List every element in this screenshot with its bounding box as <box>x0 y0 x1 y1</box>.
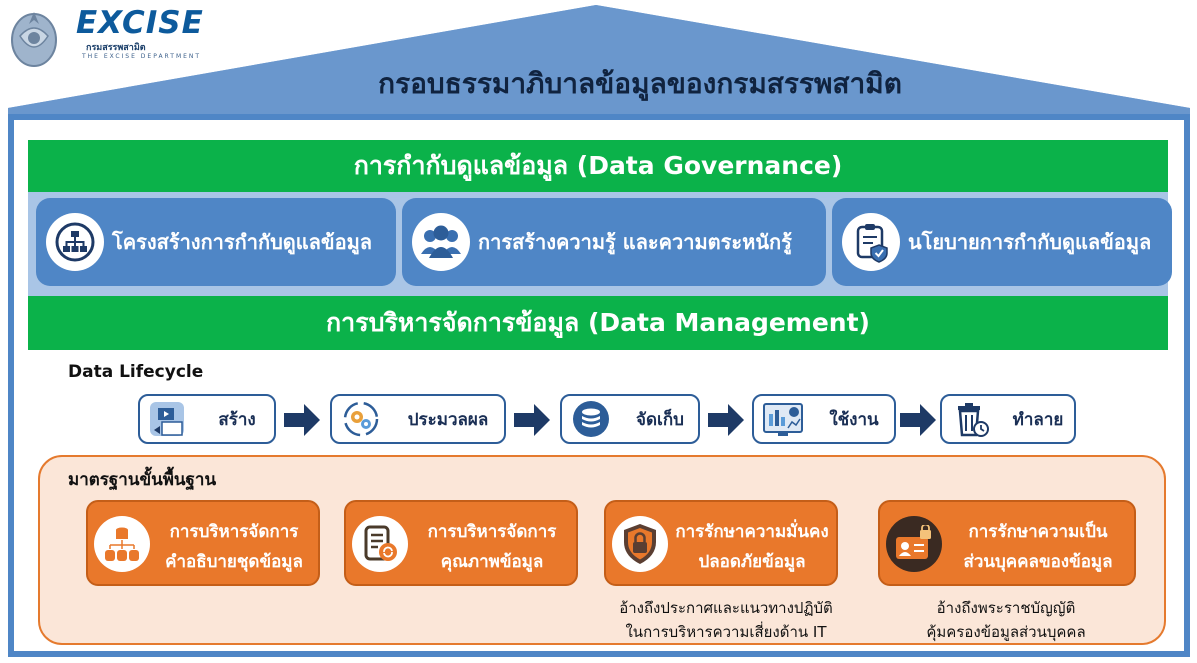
privacy-reference-note: อ้างถึงพระราชบัญญัติ คุ้มครองข้อมูลส่วนบ… <box>876 596 1136 644</box>
metadata-database-icon <box>94 516 150 572</box>
governance-policy-box: นโยบายการกำกับดูแลข้อมูล <box>832 198 1172 286</box>
lifecycle-process-label: ประมวลผล <box>407 409 489 430</box>
security-shield-lock-icon <box>612 516 668 572</box>
logo-english-name: THE EXCISE DEPARTMENT <box>82 53 202 60</box>
lifecycle-use-label: ใช้งาน <box>829 409 879 430</box>
flow-arrow <box>514 404 550 436</box>
standard-privacy-line2: ส่วนบุคคลของข้อมูล <box>963 552 1113 572</box>
management-heading: การบริหารจัดการข้อมูล (Data Management) <box>28 296 1168 350</box>
quality-document-icon <box>352 516 408 572</box>
security-reference-line1: อ้างถึงประกาศและแนวทางปฏิบัติ <box>619 599 833 617</box>
lifecycle-store: จัดเก็บ <box>560 394 700 444</box>
page-title: กรอบธรรมาภิบาลข้อมูลของกรมสรรพสามิต <box>378 67 902 100</box>
governance-policy-label: นโยบายการกำกับดูแลข้อมูล <box>908 230 1152 254</box>
standard-quality-line1: การบริหารจัดการ <box>427 522 557 542</box>
excise-emblem-logo <box>11 12 57 67</box>
flow-arrow <box>900 404 936 436</box>
lifecycle-create: สร้าง <box>138 394 276 444</box>
process-gears-icon <box>343 401 379 437</box>
create-document-icon <box>150 402 184 436</box>
org-chart-icon <box>46 213 104 271</box>
logo-thai-name: กรมสรรพสามิต <box>86 43 146 53</box>
roof-banner <box>8 5 1190 114</box>
standard-privacy-box: การรักษาความเป็น ส่วนบุคคลของข้อมูล <box>878 500 1136 586</box>
lifecycle-process: ประมวลผล <box>330 394 506 444</box>
lifecycle-destroy-label: ทำลาย <box>1012 409 1064 430</box>
standard-metadata-line1: การบริหารจัดการ <box>169 522 299 542</box>
governance-heading: การกำกับดูแลข้อมูล (Data Governance) <box>28 140 1168 192</box>
analytics-dashboard-icon <box>763 403 803 436</box>
database-icon <box>573 401 609 437</box>
trash-bin-icon <box>958 403 989 437</box>
lifecycle-label: Data Lifecycle <box>68 362 204 382</box>
security-reference-line2: ในการบริหารความเสี่ยงด้าน IT <box>625 623 827 641</box>
standard-metadata-box: การบริหารจัดการ คำอธิบายชุดข้อมูล <box>86 500 320 586</box>
lifecycle-use: ใช้งาน <box>752 394 896 444</box>
lifecycle-create-label: สร้าง <box>218 409 256 430</box>
standard-quality-line2: คุณภาพข้อมูล <box>440 552 544 572</box>
standard-privacy-line1: การรักษาความเป็น <box>968 522 1108 542</box>
governance-awareness-label: การสร้างความรู้ และความตระหนักรู้ <box>478 230 792 254</box>
privacy-reference-line1: อ้างถึงพระราชบัญญัติ <box>936 599 1076 617</box>
standard-security-line1: การรักษาความมั่นคง <box>675 522 829 542</box>
standard-security-box: การรักษาความมั่นคง ปลอดภัยข้อมูล <box>604 500 838 586</box>
standards-label: มาตรฐานขั้นพื้นฐาน <box>68 470 217 490</box>
clipboard-shield-icon <box>842 213 900 271</box>
standard-metadata-line2: คำอธิบายชุดข้อมูล <box>165 552 303 572</box>
privacy-id-card-icon <box>886 516 942 572</box>
standard-quality-box: การบริหารจัดการ คุณภาพข้อมูล <box>344 500 578 586</box>
governance-structure-label: โครงสร้างการกำกับดูแลข้อมูล <box>112 230 373 254</box>
flow-arrow <box>708 404 744 436</box>
privacy-reference-line2: คุ้มครองข้อมูลส่วนบุคคล <box>926 623 1086 641</box>
standard-security-line2: ปลอดภัยข้อมูล <box>698 552 806 572</box>
lifecycle-destroy: ทำลาย <box>940 394 1076 444</box>
excise-wordmark: EXCISE <box>76 5 204 41</box>
flow-arrow <box>284 404 320 436</box>
governance-structure-box: โครงสร้างการกำกับดูแลข้อมูล <box>36 198 396 286</box>
lifecycle-store-label: จัดเก็บ <box>636 409 684 430</box>
security-reference-note: อ้างถึงประกาศและแนวทางปฏิบัติ ในการบริหา… <box>596 596 856 644</box>
governance-awareness-box: การสร้างความรู้ และความตระหนักรู้ <box>402 198 826 286</box>
people-group-icon <box>412 213 470 271</box>
